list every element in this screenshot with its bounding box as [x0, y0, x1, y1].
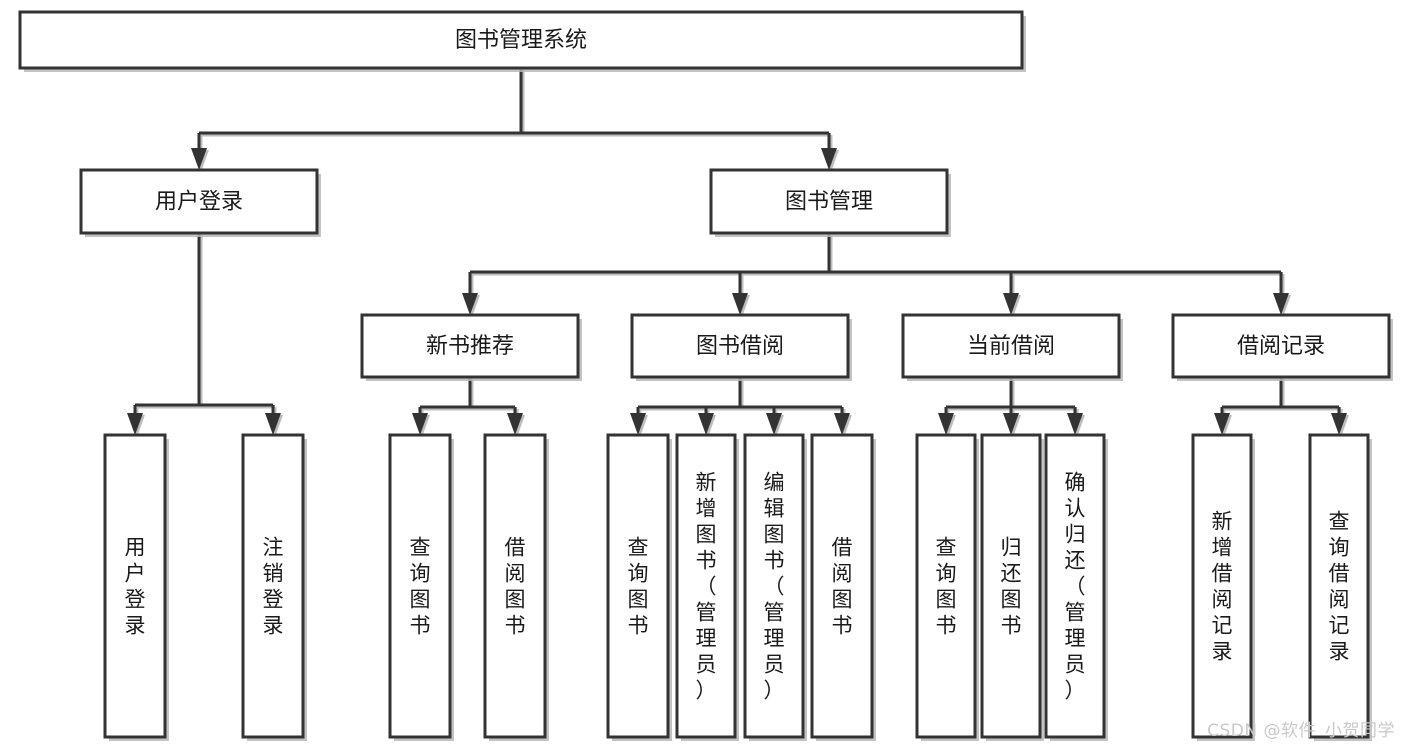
- node-leaf-query-book-3[interactable]: 查询图书: [915, 433, 979, 741]
- node-label-leaf-add-record: 新增借阅记录: [1212, 509, 1233, 663]
- watermark-text: CSDN @软件_小贺同学: [1207, 721, 1395, 741]
- connector-group-current-borrow: [938, 377, 1085, 437]
- node-box-leaf-query-book-2[interactable]: [606, 433, 670, 739]
- node-box-leaf-query-record[interactable]: [1308, 433, 1370, 739]
- node-box-book-manage[interactable]: [709, 168, 949, 235]
- node-box-leaf-return-book[interactable]: [980, 433, 1042, 739]
- arrowhead-leaf-query-book-1: [412, 413, 428, 435]
- node-leaf-user-login[interactable]: 用户登录: [103, 433, 169, 741]
- arrowhead-current-borrow: [1003, 293, 1019, 315]
- connector-group-new-book-recommend: [412, 377, 525, 437]
- node-box-user-login[interactable]: [79, 168, 319, 235]
- connector-group-book-borrow: [630, 377, 852, 437]
- arrowhead-leaf-user-login: [127, 413, 143, 435]
- node-label-current-borrow: 当前借阅: [967, 334, 1055, 359]
- node-label-root: 图书管理系统: [455, 28, 587, 53]
- connector-layer: [127, 68, 1349, 437]
- node-borrow-record[interactable]: 借阅记录: [1171, 313, 1393, 381]
- node-label-leaf-user-login: 用户登录: [125, 535, 146, 637]
- arrowhead-book-manage: [821, 148, 837, 170]
- arrowhead-leaf-edit-book: [766, 413, 782, 435]
- connector-group-user-login: [127, 233, 283, 437]
- node-label-leaf-query-book-1: 查询图书: [410, 535, 431, 637]
- node-root[interactable]: 图书管理系统: [18, 10, 1026, 72]
- node-label-leaf-borrow-book-2: 借阅图书: [832, 535, 853, 637]
- node-leaf-borrow-book-2[interactable]: 借阅图书: [810, 433, 876, 741]
- arrowhead-leaf-add-record: [1214, 413, 1230, 435]
- node-box-leaf-query-book-1[interactable]: [388, 433, 452, 739]
- node-box-leaf-add-record[interactable]: [1191, 433, 1253, 739]
- node-box-leaf-add-book[interactable]: [675, 433, 737, 739]
- node-leaf-user-logout[interactable]: 注销登录: [241, 433, 307, 741]
- node-label-leaf-query-book-2: 查询图书: [628, 535, 649, 637]
- arrowhead-leaf-add-book: [698, 413, 714, 435]
- arrowhead-leaf-borrow-book-2: [834, 413, 850, 435]
- arrowhead-book-borrow: [732, 293, 748, 315]
- node-box-book-borrow[interactable]: [630, 313, 850, 379]
- node-box-leaf-edit-book[interactable]: [743, 433, 805, 739]
- arrowhead-leaf-return-book: [1003, 413, 1019, 435]
- node-label-leaf-edit-book: 编辑图书（管理员）: [764, 470, 785, 702]
- node-label-leaf-query-book-3: 查询图书: [936, 535, 957, 637]
- node-box-leaf-query-book-3[interactable]: [915, 433, 977, 739]
- node-label-leaf-query-record: 查询借阅记录: [1329, 509, 1350, 663]
- node-box-leaf-user-login[interactable]: [103, 433, 167, 739]
- node-box-leaf-user-logout[interactable]: [241, 433, 305, 739]
- node-leaf-query-book-2[interactable]: 查询图书: [606, 433, 672, 741]
- node-label-leaf-add-book: 新增图书（管理员）: [696, 470, 717, 702]
- node-leaf-query-record[interactable]: 查询借阅记录: [1308, 433, 1372, 741]
- node-leaf-add-record[interactable]: 新增借阅记录: [1191, 433, 1255, 741]
- arrowhead-new-book-recommend: [462, 293, 478, 315]
- node-box-root[interactable]: [18, 10, 1024, 70]
- node-label-book-manage: 图书管理: [785, 190, 873, 215]
- node-box-current-borrow[interactable]: [901, 313, 1121, 379]
- node-label-user-login: 用户登录: [155, 190, 243, 215]
- connector-group-root: [191, 68, 839, 172]
- node-book-borrow[interactable]: 图书借阅: [630, 313, 852, 381]
- node-box-leaf-confirm-return[interactable]: [1044, 433, 1106, 739]
- node-leaf-confirm-return[interactable]: 确认归还（管理员）: [1044, 433, 1108, 741]
- node-leaf-return-book[interactable]: 归还图书: [980, 433, 1044, 741]
- connector-group-borrow-record: [1214, 377, 1349, 437]
- node-user-login[interactable]: 用户登录: [79, 168, 321, 237]
- node-leaf-edit-book[interactable]: 编辑图书（管理员）: [743, 433, 807, 741]
- node-book-manage[interactable]: 图书管理: [709, 168, 951, 237]
- node-label-leaf-return-book: 归还图书: [1001, 535, 1022, 637]
- node-label-borrow-record: 借阅记录: [1237, 334, 1325, 359]
- node-layer: 图书管理系统用户登录图书管理新书推荐图书借阅当前借阅借阅记录用户登录注销登录查询…: [18, 10, 1393, 741]
- node-label-new-book-recommend: 新书推荐: [426, 334, 514, 359]
- node-box-leaf-borrow-book-1[interactable]: [483, 433, 547, 739]
- connector-group-book-manage: [462, 233, 1291, 317]
- node-new-book-recommend[interactable]: 新书推荐: [360, 313, 582, 381]
- arrowhead-borrow-record: [1273, 293, 1289, 315]
- arrowhead-user-login: [191, 148, 207, 170]
- arrowhead-leaf-query-record: [1331, 413, 1347, 435]
- node-label-leaf-borrow-book-1: 借阅图书: [505, 535, 526, 637]
- node-box-new-book-recommend[interactable]: [360, 313, 580, 379]
- node-leaf-borrow-book-1[interactable]: 借阅图书: [483, 433, 549, 741]
- node-current-borrow[interactable]: 当前借阅: [901, 313, 1123, 381]
- node-label-book-borrow: 图书借阅: [696, 334, 784, 359]
- node-box-leaf-borrow-book-2[interactable]: [810, 433, 874, 739]
- arrowhead-leaf-confirm-return: [1067, 413, 1083, 435]
- node-box-borrow-record[interactable]: [1171, 313, 1391, 379]
- arrowhead-leaf-query-book-2: [630, 413, 646, 435]
- arrowhead-leaf-query-book-3: [938, 413, 954, 435]
- node-label-leaf-user-logout: 注销登录: [263, 535, 284, 637]
- node-leaf-add-book[interactable]: 新增图书（管理员）: [675, 433, 739, 741]
- node-label-leaf-confirm-return: 确认归还（管理员）: [1065, 470, 1086, 702]
- arrowhead-leaf-user-logout: [265, 413, 281, 435]
- node-leaf-query-book-1[interactable]: 查询图书: [388, 433, 454, 741]
- arrowhead-leaf-borrow-book-1: [507, 413, 523, 435]
